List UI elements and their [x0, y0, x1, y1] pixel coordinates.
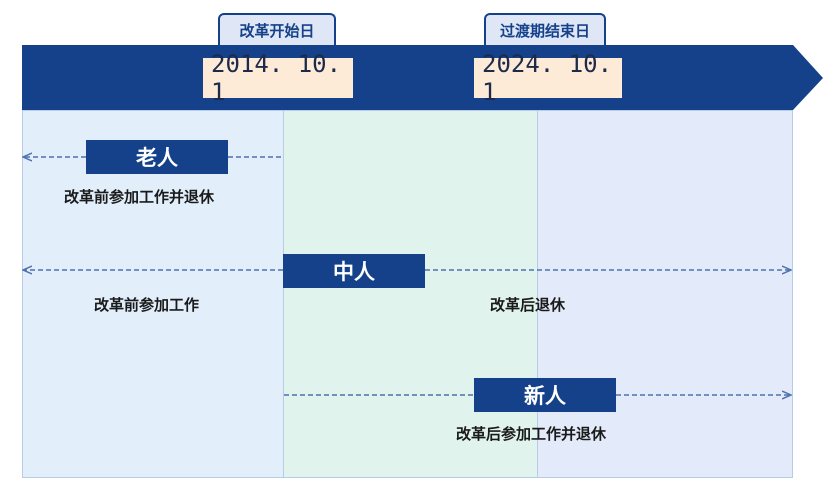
panel-transition-period [284, 110, 537, 478]
transition-end-date: 2024. 10. 1 [474, 50, 622, 106]
group-new-caption: 改革后参加工作并退休 [456, 425, 607, 443]
panel-after-transition [537, 110, 793, 478]
group-middle-caption-right: 改革后退休 [490, 296, 566, 314]
reform-start-tab: 改革开始日 [218, 13, 336, 45]
transition-end-tab: 过渡期结束日 [484, 13, 606, 45]
group-old-label: 老人 [86, 140, 228, 174]
group-middle-caption-left: 改革前参加工作 [94, 296, 200, 314]
group-old-caption: 改革前参加工作并退休 [64, 188, 215, 206]
reform-start-date: 2014. 10. 1 [203, 50, 353, 106]
timeline-banner-arrow [22, 45, 823, 110]
group-middle-label: 中人 [283, 254, 425, 288]
group-new-label: 新人 [474, 378, 616, 412]
